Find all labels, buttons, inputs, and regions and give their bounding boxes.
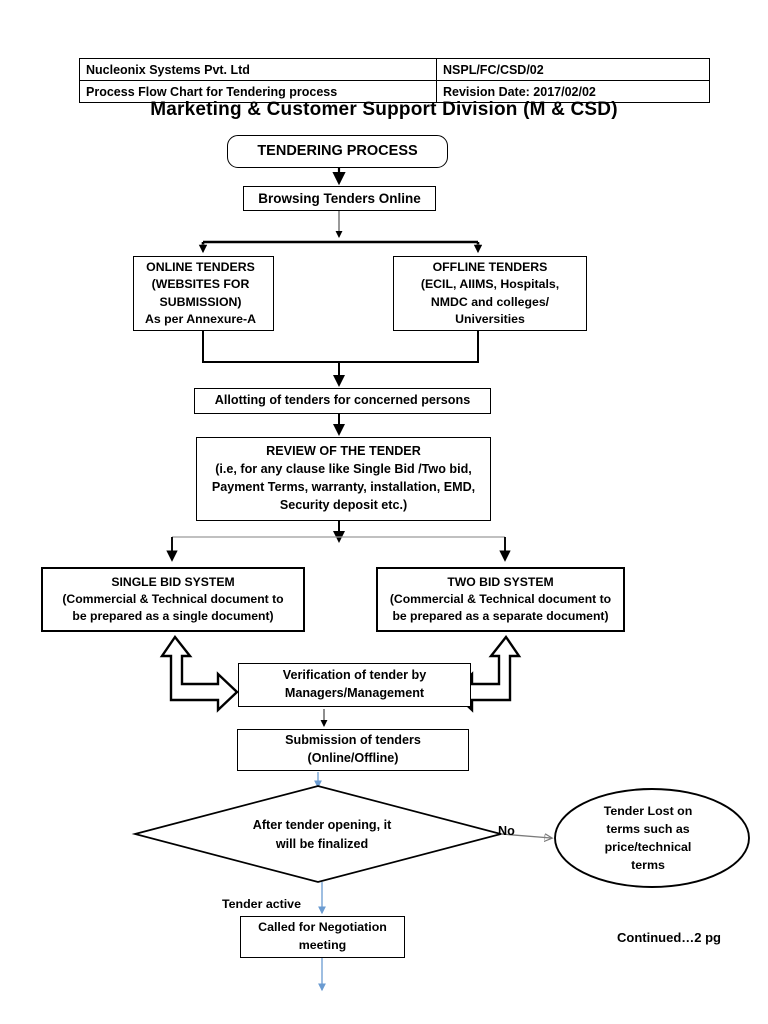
node-line-4: As per Annexure-A xyxy=(145,311,256,326)
edge-label-no: No xyxy=(498,824,515,838)
node-line-2: (Commercial & Technical document to xyxy=(62,591,284,606)
node-verification-of-tender[interactable]: Verification of tender by Managers/Manag… xyxy=(238,663,471,707)
header-doctitle-cell: Process Flow Chart for Tendering process xyxy=(79,80,437,103)
node-called-for-negotiation[interactable]: Called for Negotiation meeting xyxy=(240,916,405,958)
node-review-of-tender[interactable]: REVIEW OF THE TENDER (i.e, for any claus… xyxy=(196,437,491,521)
node-allotting-tenders[interactable]: Allotting of tenders for concerned perso… xyxy=(194,388,491,414)
table-row: Nucleonix Systems Pvt. Ltd NSPL/FC/CSD/0… xyxy=(79,58,710,81)
node-line-3: be prepared as a single document) xyxy=(72,609,274,624)
node-line-1: OFFLINE TENDERS xyxy=(432,259,548,274)
node-line-1: After tender opening, it xyxy=(252,818,392,833)
node-line-2: meeting xyxy=(298,938,347,952)
node-two-bid-system[interactable]: TWO BID SYSTEM (Commercial & Technical d… xyxy=(376,567,625,632)
node-line-1: Called for Negotiation xyxy=(258,920,387,935)
node-decision-after-tender-opening[interactable]: After tender opening, it will be finaliz… xyxy=(135,786,501,883)
node-line-1: ONLINE TENDERS xyxy=(146,259,255,274)
node-line-1: REVIEW OF THE TENDER xyxy=(266,444,421,459)
node-online-tenders[interactable]: ONLINE TENDERS (WEBSITES FOR SUBMISSION)… xyxy=(133,256,274,331)
node-label: Tender Lost on terms such as price/techn… xyxy=(551,789,745,887)
node-line-1: Submission of tenders xyxy=(285,733,421,748)
node-single-bid-system[interactable]: SINGLE BID SYSTEM (Commercial & Technica… xyxy=(41,567,305,632)
node-line-4: Security deposit etc.) xyxy=(279,497,408,512)
continued-note: Continued…2 pg xyxy=(617,930,721,945)
node-line-2: Managers/Management xyxy=(284,686,425,700)
node-line-3: be prepared as a separate document) xyxy=(392,609,609,624)
node-label: TENDERING PROCESS xyxy=(257,143,418,160)
edge-label-tender-active: Tender active xyxy=(222,897,301,911)
node-line-2: (Commercial & Technical document to xyxy=(389,591,612,606)
node-submission-of-tenders[interactable]: Submission of tenders (Online/Offline) xyxy=(237,729,469,771)
header-doccode-cell: NSPL/FC/CSD/02 xyxy=(436,58,710,81)
node-line-2: terms such as xyxy=(606,821,690,836)
node-line-2: (ECIL, AIIMS, Hospitals, xyxy=(420,277,560,292)
node-line-4: terms xyxy=(631,858,665,873)
node-tender-lost[interactable]: Tender Lost on terms such as price/techn… xyxy=(555,789,749,887)
node-tendering-process[interactable]: TENDERING PROCESS xyxy=(227,135,448,168)
table-row: Process Flow Chart for Tendering process… xyxy=(79,80,710,103)
node-line-4: Universities xyxy=(455,311,525,326)
document-header-table: Nucleonix Systems Pvt. Ltd NSPL/FC/CSD/0… xyxy=(79,58,710,103)
node-line-1: TWO BID SYSTEM xyxy=(447,574,554,589)
node-label: OFFLINE TENDERS (ECIL, AIIMS, Hospitals,… xyxy=(394,259,586,329)
node-line-1: SINGLE BID SYSTEM xyxy=(111,574,235,589)
bent-arrow-single-bid-verification xyxy=(159,634,239,713)
node-label: Browsing Tenders Online xyxy=(258,190,421,206)
node-browsing-tenders-online[interactable]: Browsing Tenders Online xyxy=(243,186,436,211)
node-label: REVIEW OF THE TENDER (i.e, for any claus… xyxy=(197,443,490,515)
node-label: Submission of tenders (Online/Offline) xyxy=(238,732,468,768)
node-line-3: Payment Terms, warranty, installation, E… xyxy=(211,480,476,494)
merge-online-to-allotting xyxy=(202,331,339,363)
merge-offline-to-allotting xyxy=(339,331,479,363)
node-line-1: Tender Lost on xyxy=(603,803,693,818)
node-label: Verification of tender by Managers/Manag… xyxy=(239,667,470,703)
node-line-2: (Online/Offline) xyxy=(307,751,399,765)
node-line-3: NMDC and colleges/ xyxy=(430,294,550,309)
node-label: TWO BID SYSTEM (Commercial & Technical d… xyxy=(378,574,623,626)
node-label: Called for Negotiation meeting xyxy=(241,919,404,954)
node-offline-tenders[interactable]: OFFLINE TENDERS (ECIL, AIIMS, Hospitals,… xyxy=(393,256,587,331)
node-label: SINGLE BID SYSTEM (Commercial & Technica… xyxy=(43,574,303,626)
node-line-3: SUBMISSION) xyxy=(159,294,242,309)
node-line-2: (WEBSITES FOR xyxy=(151,277,250,292)
node-label: Allotting of tenders for concerned perso… xyxy=(214,393,471,408)
node-line-2: will be finalized xyxy=(275,836,369,851)
node-label: ONLINE TENDERS (WEBSITES FOR SUBMISSION)… xyxy=(131,259,270,329)
node-line-1: Verification of tender by xyxy=(282,668,427,683)
node-label: After tender opening, it will be finaliz… xyxy=(139,786,505,883)
header-company-cell: Nucleonix Systems Pvt. Ltd xyxy=(79,58,437,81)
node-line-2: (i.e, for any clause like Single Bid /Tw… xyxy=(215,462,472,477)
page-title: Marketing & Customer Support Division (M… xyxy=(150,99,618,120)
header-revision-cell: Revision Date: 2017/02/02 xyxy=(436,80,710,103)
node-line-3: price/technical xyxy=(604,840,692,854)
